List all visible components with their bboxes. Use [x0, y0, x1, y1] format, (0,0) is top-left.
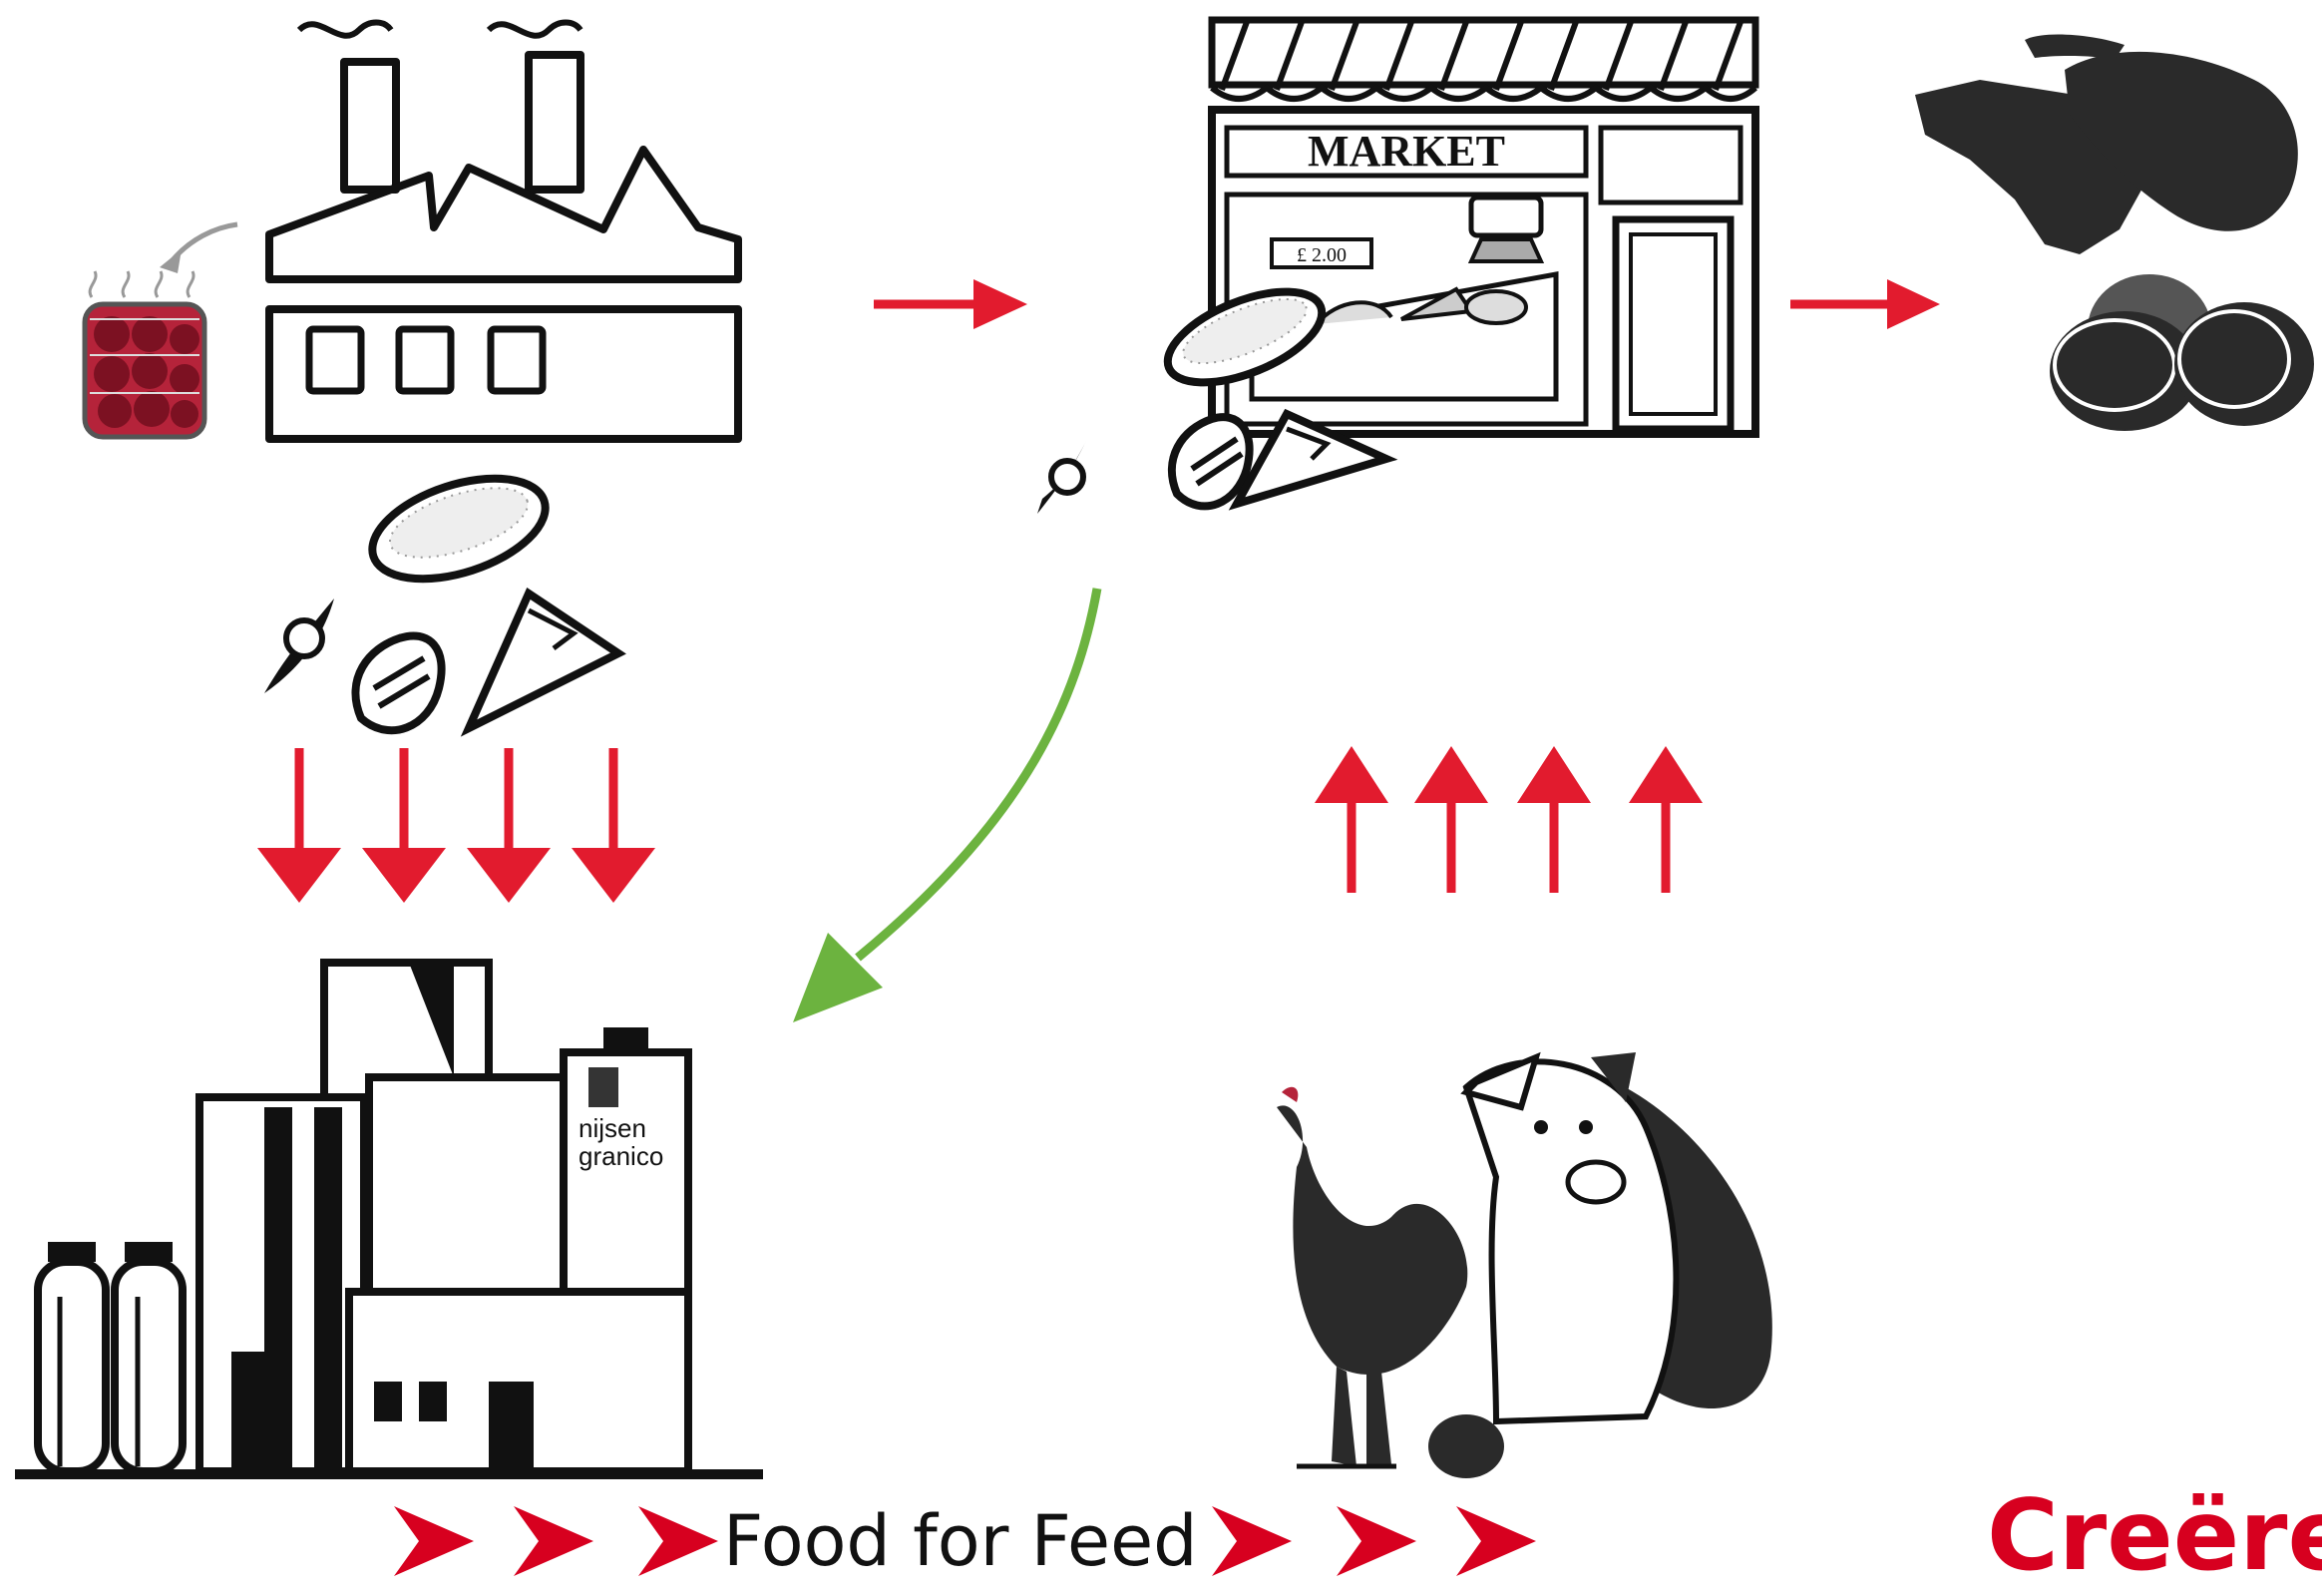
factory-to-jar-arrow: [160, 221, 238, 273]
diagram-caption: Food for Feed: [723, 1500, 1198, 1582]
bottom-chevrons-left: [394, 1506, 718, 1576]
feed-mill-icon: nijsen granico: [15, 959, 763, 1479]
factory-leftovers-icon: [264, 474, 626, 737]
chicken-pig-icon: [1277, 1051, 1772, 1478]
bottom-chevrons-right: [1212, 1506, 1536, 1576]
market-sign: MARKET: [1308, 127, 1505, 176]
market-to-consumer-arrow: [1887, 279, 1940, 329]
corner-headline: Creëre: [1987, 1479, 2322, 1593]
up-arrows: [1347, 793, 1671, 893]
factory-icon: [265, 19, 742, 443]
meat-eggs-icon: [1915, 34, 2314, 431]
down-arrows: [294, 748, 618, 858]
price-tag: £ 2.00: [1297, 244, 1347, 266]
market-to-mill-arrow: [855, 588, 1102, 962]
mill-logo-line1: nijsen: [579, 1113, 646, 1143]
bakery-leftovers-icon: [1037, 287, 1398, 514]
mill-logo-line2: granico: [579, 1141, 663, 1171]
factory-to-market-arrow: [973, 279, 1027, 329]
market-icon: MARKET £ 2.00: [1208, 16, 1759, 438]
jar-icon: [82, 270, 207, 440]
